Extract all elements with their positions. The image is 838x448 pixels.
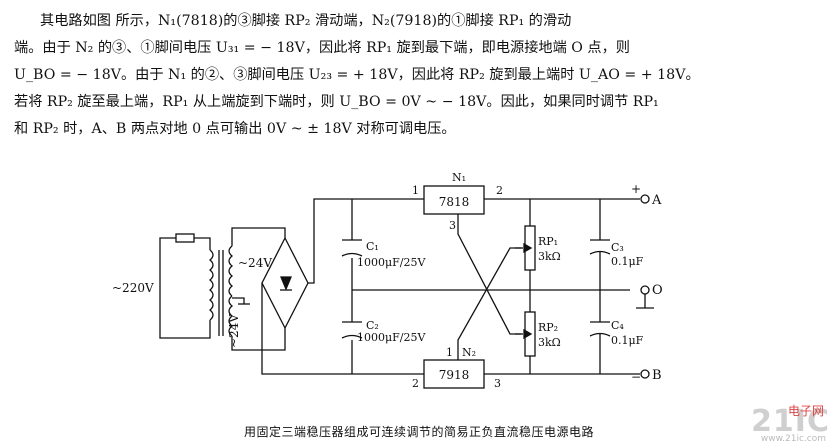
c1-label: C₁ [366, 240, 379, 253]
c4-value: 0.1μF [611, 334, 644, 347]
mains-label: ~220V [112, 281, 154, 295]
c4-label: C₄ [611, 319, 624, 332]
n2-pin-out: 3 [494, 377, 501, 390]
primary-winding [208, 249, 214, 321]
description-paragraph: 其电路如图 所示，N₁(7818)的③脚接 RP₂ 滑动端，N₂(7918)的①… [14, 8, 826, 143]
rp1-value: 3kΩ [538, 250, 561, 263]
n2-label: N₂ [462, 346, 476, 359]
rp1-label: RP₁ [538, 235, 558, 248]
terminal-b: − B [631, 368, 662, 384]
c3-label: C₃ [611, 241, 624, 254]
n1-pin-in: 1 [412, 184, 419, 197]
capacitor-c4: C₄ 0.1μF [589, 290, 644, 374]
paragraph-line: 端。由于 N₂ 的③、①脚间电压 U₃₁ = − 18V，因此将 RP₁ 旋到最… [14, 40, 630, 56]
site-watermark: 21IC 电子网 www.21ic.com [751, 404, 830, 444]
terminal-a-label: A [651, 193, 662, 208]
paragraph-line: 若将 RP₂ 旋至最上端，RP₁ 从上端旋到下端时，则 U_BO = 0V ~ … [14, 94, 659, 110]
c2-label: C₂ [366, 319, 379, 332]
paragraph-line: 和 RP₂ 时，A、B 两点对地 0 点可输出 0V ~ ± 18V 对称可调电… [14, 121, 456, 137]
watermark-sub: 电子网 [787, 404, 824, 418]
rp2-value: 3kΩ [538, 336, 561, 349]
terminal-a-sign: + [631, 182, 641, 196]
n2-part: 7918 [439, 368, 470, 382]
paragraph-line: 其电路如图 所示，N₁(7818)的③脚接 RP₂ 滑动端，N₂(7918)的①… [40, 13, 572, 29]
terminal-o-label: O [652, 283, 663, 298]
capacitor-c2: C₂ 1000μF/25V [341, 319, 426, 344]
fuse [175, 233, 195, 243]
n2-pin-in: 2 [412, 377, 419, 390]
potentiometer-rp1: RP₁ 3kΩ [515, 199, 561, 290]
n1-part: 7818 [439, 195, 470, 209]
capacitor-c3: C₃ 0.1μF [589, 199, 644, 290]
transformer-core [218, 250, 224, 336]
c2-value: 1000μF/25V [357, 331, 426, 344]
watermark-logo: 21IC [751, 404, 830, 439]
terminal-b-sign: − [631, 370, 641, 384]
secondary-bottom-label: ~24V [227, 314, 241, 348]
c3-value: 0.1μF [611, 255, 644, 268]
c1-value: 1000μF/25V [357, 256, 426, 269]
capacitor-c1: C₁ 1000μF/25V [341, 239, 426, 269]
terminal-o: O [636, 283, 663, 309]
regulator-n2: 7918 N₂ 1 2 3 [412, 247, 640, 390]
watermark-url: www.21ic.com [760, 434, 826, 444]
paragraph-line: U_BO = − 18V。由于 N₁ 的②、③脚间电压 U₂₃ = + 18V，… [14, 67, 700, 83]
rails [351, 198, 630, 375]
secondary-top-label: ~24V [238, 256, 272, 270]
terminal-a: + A [631, 182, 662, 208]
mains-input: ~220V [112, 233, 214, 339]
bridge-rectifier [261, 198, 352, 375]
n1-label: N₁ [452, 171, 466, 184]
secondary-winding: ~24V ~24V [227, 227, 286, 351]
terminal-b-label: B [652, 368, 662, 383]
figure-caption: 用固定三端稳压器组成可连续调节的简易正负直流稳压电源电路 [243, 425, 594, 439]
n1-pin-out: 2 [496, 184, 503, 197]
n2-pin-gnd: 1 [446, 346, 453, 359]
circuit-diagram: ~220V ~24V ~24V C₁ 1000μF/25V [112, 171, 663, 390]
rp2-label: RP₂ [538, 321, 558, 334]
n1-pin-gnd: 3 [449, 219, 456, 232]
potentiometer-rp2: RP₂ 3kΩ [515, 290, 561, 374]
